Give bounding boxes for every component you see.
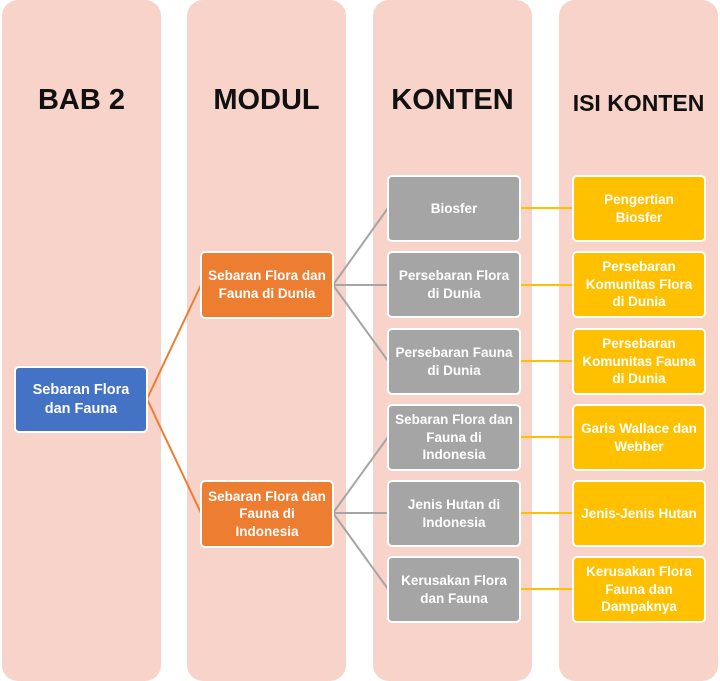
content-node-5[interactable]: Jenis Hutan di Indonesia bbox=[387, 480, 521, 547]
detail-node-3[interactable]: Persebaran Komunitas Fauna di Dunia bbox=[572, 328, 706, 395]
detail-node-6[interactable]: Kerusakan Flora Fauna dan Dampaknya bbox=[572, 556, 706, 623]
detail-node-1[interactable]: Pengertian Biosfer bbox=[572, 175, 706, 242]
column-title-konten: KONTEN bbox=[391, 84, 514, 116]
detail-node-5[interactable]: Jenis-Jenis Hutan bbox=[572, 480, 706, 547]
module-node-1[interactable]: Sebaran Flora dan Fauna di Dunia bbox=[200, 251, 334, 319]
root-node[interactable]: Sebaran Flora dan Fauna bbox=[14, 366, 148, 433]
content-node-4[interactable]: Sebaran Flora dan Fauna di Indonesia bbox=[387, 404, 521, 471]
content-node-3[interactable]: Persebaran Fauna di Dunia bbox=[387, 328, 521, 395]
column-modul: MODUL bbox=[187, 0, 346, 681]
link-module-2-content-6 bbox=[332, 512, 389, 590]
content-node-6[interactable]: Kerusakan Flora dan Fauna bbox=[387, 556, 521, 623]
module-node-2[interactable]: Sebaran Flora dan Fauna di Indonesia bbox=[200, 480, 334, 548]
column-title-bab: BAB 2 bbox=[37, 84, 125, 116]
link-root-module-1 bbox=[146, 284, 202, 400]
link-module-1-content-3 bbox=[332, 284, 389, 362]
content-node-1[interactable]: Biosfer bbox=[387, 175, 521, 242]
link-module-2-content-4 bbox=[332, 436, 389, 514]
detail-node-2[interactable]: Persebaran Komunitas Flora di Dunia bbox=[572, 251, 706, 318]
link-root-module-2 bbox=[146, 398, 202, 514]
column-title-modul: MODUL bbox=[213, 84, 320, 116]
column-title-isi-konten: ISI KONTEN bbox=[572, 90, 705, 116]
content-node-2[interactable]: Persebaran Flora di Dunia bbox=[387, 251, 521, 318]
link-module-1-content-1 bbox=[332, 207, 389, 286]
column-bab: BAB 2 bbox=[2, 0, 161, 681]
detail-node-4[interactable]: Garis Wallace dan Webber bbox=[572, 404, 706, 471]
